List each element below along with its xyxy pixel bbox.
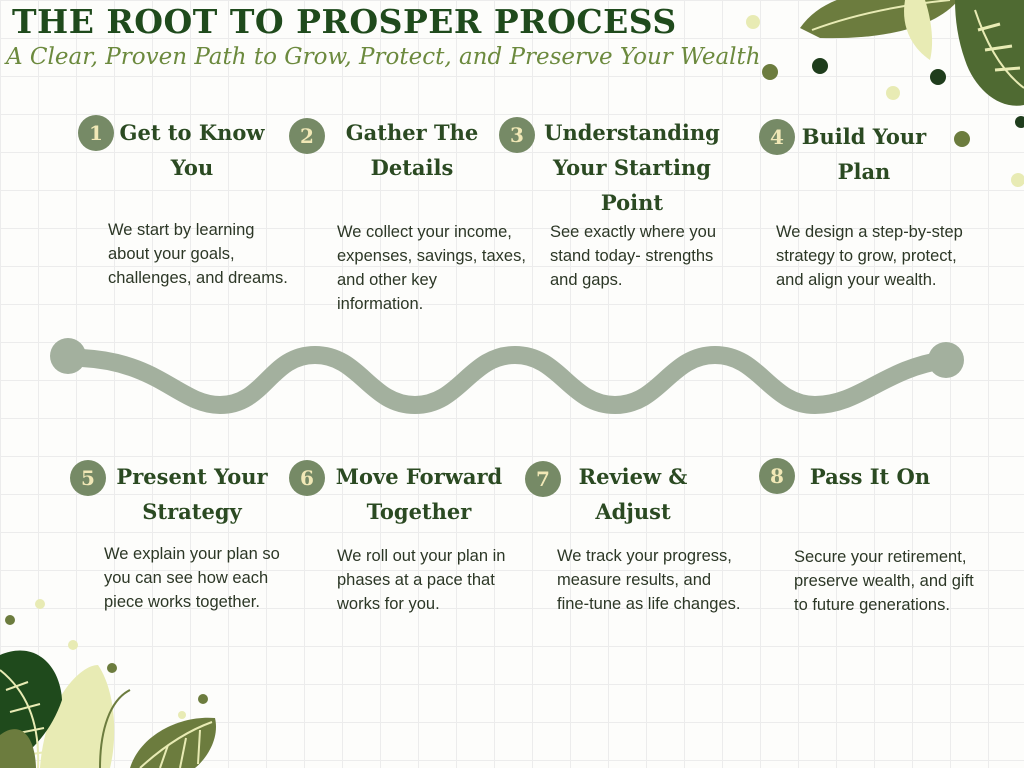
step-8-badge: 8: [759, 458, 795, 494]
step-1-badge: 1: [78, 115, 114, 151]
step-2-title: Gather The Details: [345, 120, 479, 180]
page-title: THE ROOT TO PROSPER PROCESS: [12, 2, 677, 41]
step-3-badge: 3: [499, 117, 535, 153]
step-6-badge: 6: [289, 460, 325, 496]
step-7-title: Review & Adjust: [578, 464, 688, 524]
step-1-description: We start by learning about your goals, c…: [108, 221, 288, 287]
step-1-title: Get to Know You: [119, 120, 265, 180]
step-8-title: Pass It On: [809, 464, 931, 489]
path-start-node: [50, 338, 86, 374]
step-4-badge: 4: [759, 119, 795, 155]
step-4-title: Build Your Plan: [801, 124, 927, 184]
step-7-description: We track your progress, measure results,…: [557, 547, 741, 613]
step-6-description: We roll out your plan in phases at a pac…: [337, 547, 506, 613]
step-2-description: We collect your income, expenses, saving…: [337, 223, 526, 313]
step-5-title: Present Your Strategy: [116, 464, 268, 524]
step-5-description: We explain your plan so you can see how …: [104, 545, 280, 611]
step-2-badge: 2: [289, 118, 325, 154]
path-end-node: [928, 342, 964, 378]
step-6-title: Move Forward Together: [335, 464, 503, 524]
step-8-description: Secure your retirement, preserve wealth,…: [794, 548, 974, 614]
step-7-badge: 7: [525, 461, 561, 497]
page-subtitle: A Clear, Proven Path to Grow, Protect, a…: [6, 44, 761, 70]
step-3-description: See exactly where you stand today- stren…: [550, 223, 717, 289]
step-3-title: Understanding Your Starting Point: [544, 120, 720, 215]
step-4-description: We design a step-by-step strategy to gro…: [776, 223, 963, 289]
step-5-badge: 5: [70, 460, 106, 496]
